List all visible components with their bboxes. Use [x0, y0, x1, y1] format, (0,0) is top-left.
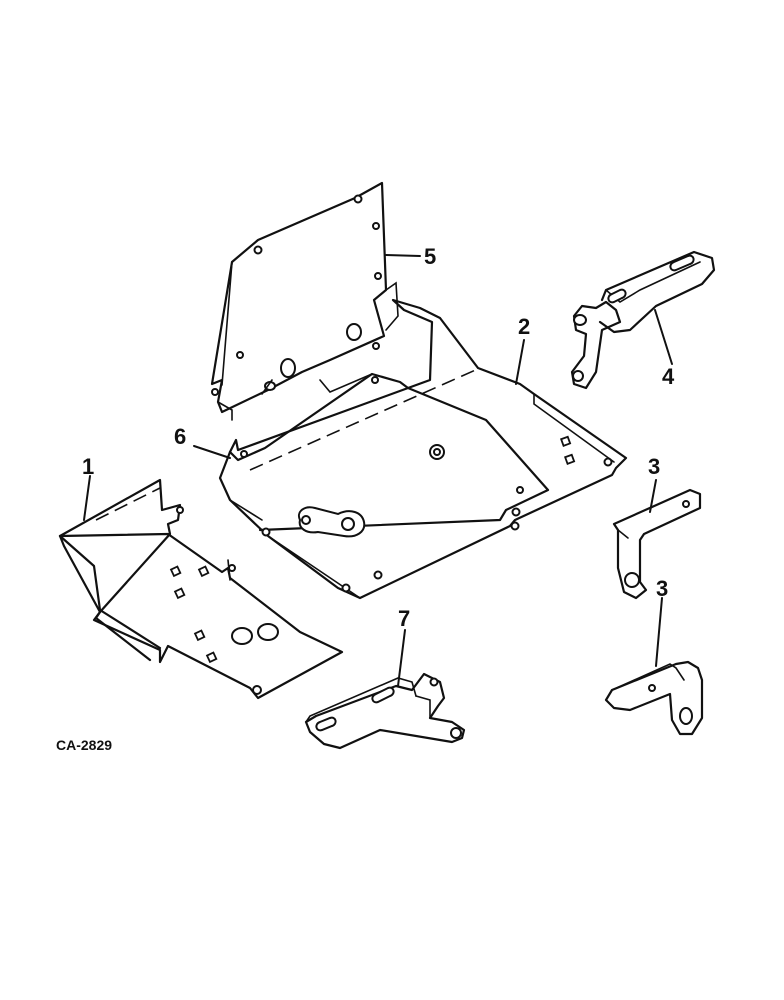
part-4-bracket	[570, 250, 716, 390]
callout-3-upper: 3	[648, 454, 660, 479]
leader-7	[397, 629, 406, 687]
callout-4: 4	[662, 364, 675, 389]
leader-3b	[655, 597, 663, 667]
part-2-floor-plate	[218, 298, 628, 600]
part-3-bracket-lower	[604, 660, 704, 736]
leader-2	[515, 339, 525, 385]
callout-2: 2	[518, 314, 530, 339]
leader-4	[654, 309, 673, 365]
leader-1	[83, 475, 91, 521]
part-7-bracket	[304, 672, 466, 750]
callout-1: 1	[82, 454, 94, 479]
leader-5	[385, 254, 421, 257]
callout-5: 5	[424, 244, 436, 269]
leader-lines	[83, 254, 673, 687]
leader-3a	[649, 479, 657, 513]
part-1-floor-plate	[58, 478, 344, 700]
callout-3-lower: 3	[656, 576, 668, 601]
callout-7: 7	[398, 606, 410, 631]
callout-6: 6	[174, 424, 186, 449]
leader-6	[193, 445, 231, 459]
figure-id: CA-2829	[56, 737, 112, 753]
part-3-bracket-upper	[612, 488, 702, 600]
part-5-panel	[210, 181, 399, 421]
